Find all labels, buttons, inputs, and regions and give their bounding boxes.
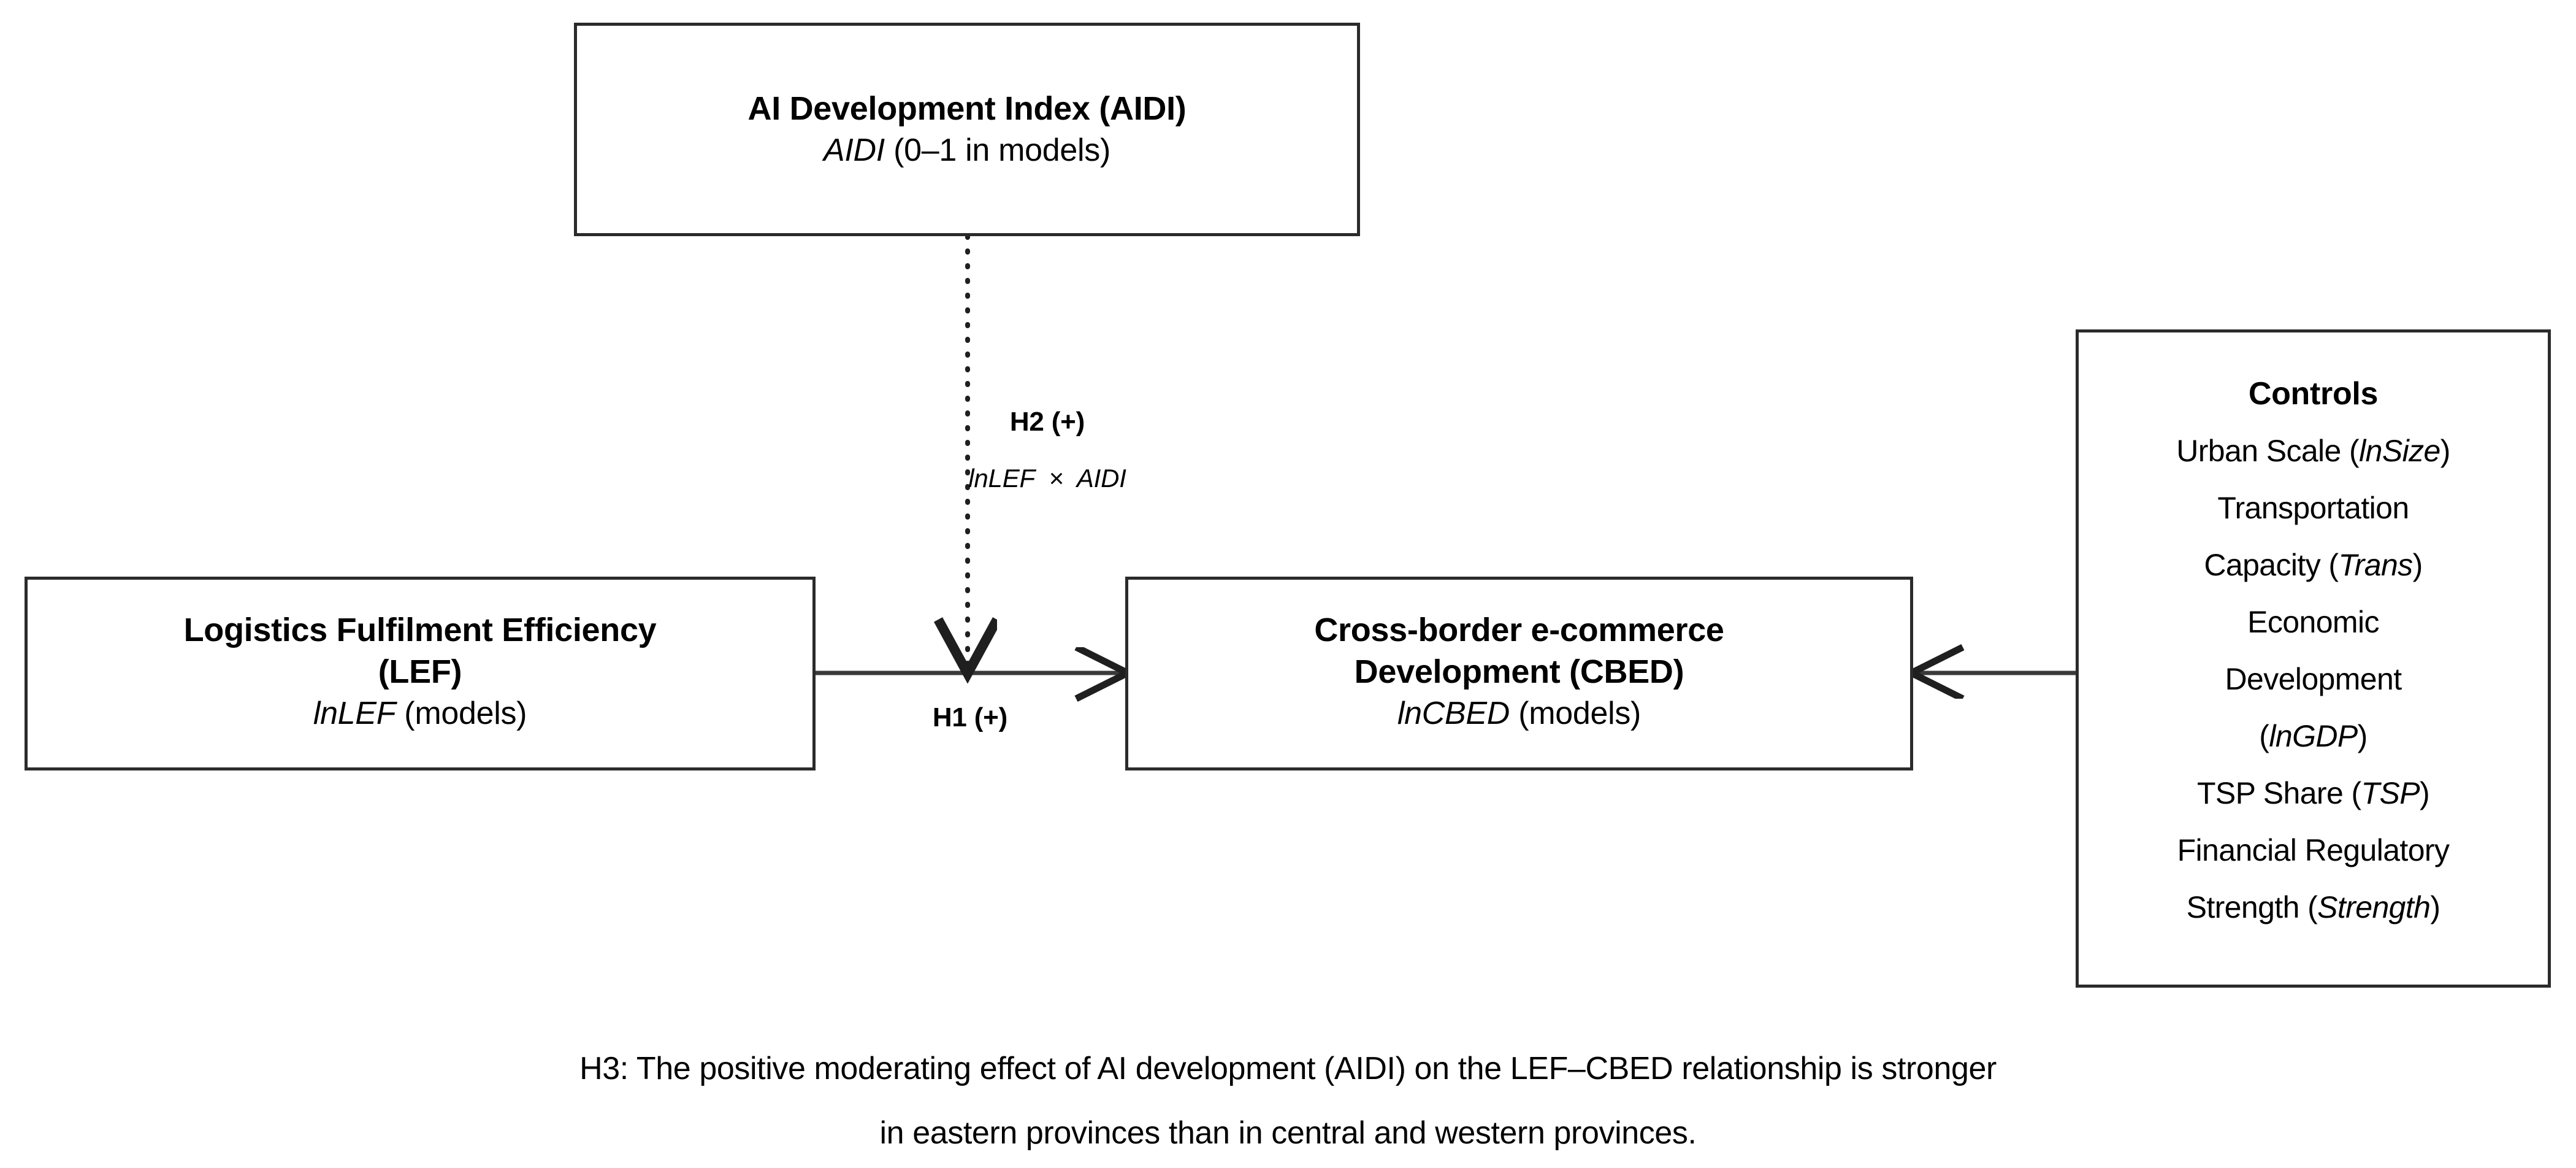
node-aidi-title: AI Development Index (AIDI) bbox=[747, 90, 1187, 127]
control-item-close: ) bbox=[2420, 776, 2430, 810]
edge-label-h2-interaction: lnLEF × AIDI bbox=[968, 464, 1126, 493]
control-item: Financial Regulatory bbox=[2079, 822, 2548, 879]
node-aidi[interactable]: AI Development Index (AIDI) AIDI (0–1 in… bbox=[574, 23, 1360, 236]
caption-h3: H3: The positive moderating effect of AI… bbox=[0, 1037, 2576, 1166]
control-item: Development bbox=[2079, 651, 2548, 708]
control-item-close: ) bbox=[2430, 890, 2440, 924]
control-item-name: Financial Regulatory bbox=[2177, 833, 2450, 867]
edge-label-h2-hypothesis: H2 (+) bbox=[1009, 407, 1085, 437]
node-cbed-title: Cross-border e-commerce Development (CBE… bbox=[1314, 612, 1724, 690]
node-cbed-variable: lnCBED (models) bbox=[1397, 693, 1641, 734]
node-controls[interactable]: Controls Urban Scale (lnSize)Transportat… bbox=[2076, 329, 2551, 988]
edge-label-h2: H2 (+) lnLEF × AIDI bbox=[876, 383, 1219, 518]
control-item: Economic bbox=[2079, 594, 2548, 651]
node-lef-title: Logistics Fulfilment Efficiency (LEF) bbox=[183, 612, 657, 690]
control-item-close: ) bbox=[2357, 719, 2368, 753]
node-cbed[interactable]: Cross-border e-commerce Development (CBE… bbox=[1125, 577, 1913, 770]
control-item-name: Economic bbox=[2247, 605, 2379, 639]
control-item-name: Transportation bbox=[2217, 491, 2409, 525]
control-item-close: ) bbox=[2412, 548, 2423, 582]
node-lef[interactable]: Logistics Fulfilment Efficiency (LEF) ln… bbox=[25, 577, 816, 770]
control-item: Strength (Strength) bbox=[2079, 879, 2548, 936]
control-item: Capacity (Trans) bbox=[2079, 537, 2548, 594]
control-item: Transportation bbox=[2079, 480, 2548, 537]
control-item: TSP Share (TSP) bbox=[2079, 765, 2548, 822]
caption-h3-line1: H3: The positive moderating effect of AI… bbox=[579, 1051, 1997, 1086]
control-item-name: TSP Share ( bbox=[2196, 776, 2361, 810]
node-aidi-variable: AIDI (0–1 in models) bbox=[824, 129, 1110, 171]
control-item-name: Capacity ( bbox=[2204, 548, 2339, 582]
control-item: (lnGDP) bbox=[2079, 708, 2548, 765]
control-item-symbol: Strength bbox=[2317, 890, 2431, 924]
node-lef-variable: lnLEF (models) bbox=[313, 693, 527, 734]
node-controls-title: Controls bbox=[2248, 376, 2379, 412]
control-item-name: ( bbox=[2259, 719, 2269, 753]
edge-label-h1: H1 (+) bbox=[932, 702, 1008, 732]
node-cbed-variable-note: (models) bbox=[1510, 696, 1642, 731]
node-cbed-variable-symbol: lnCBED bbox=[1397, 696, 1510, 731]
control-item-symbol: lnSize bbox=[2359, 434, 2440, 468]
node-aidi-variable-symbol: AIDI bbox=[824, 133, 885, 168]
node-lef-variable-symbol: lnLEF bbox=[313, 696, 396, 731]
control-item-symbol: lnGDP bbox=[2269, 719, 2358, 753]
caption-h3-line2: in eastern provinces than in central and… bbox=[879, 1115, 1697, 1151]
control-item-name: Urban Scale ( bbox=[2176, 434, 2360, 468]
control-item-name: Development bbox=[2225, 662, 2402, 696]
node-aidi-variable-note: (0–1 in models) bbox=[884, 133, 1110, 168]
control-item-name: Strength ( bbox=[2186, 890, 2318, 924]
node-lef-variable-note: (models) bbox=[396, 696, 527, 731]
control-item-symbol: TSP bbox=[2361, 776, 2420, 810]
control-item-symbol: Trans bbox=[2338, 548, 2413, 582]
control-item: Urban Scale (lnSize) bbox=[2079, 423, 2548, 480]
control-item-close: ) bbox=[2440, 434, 2451, 468]
